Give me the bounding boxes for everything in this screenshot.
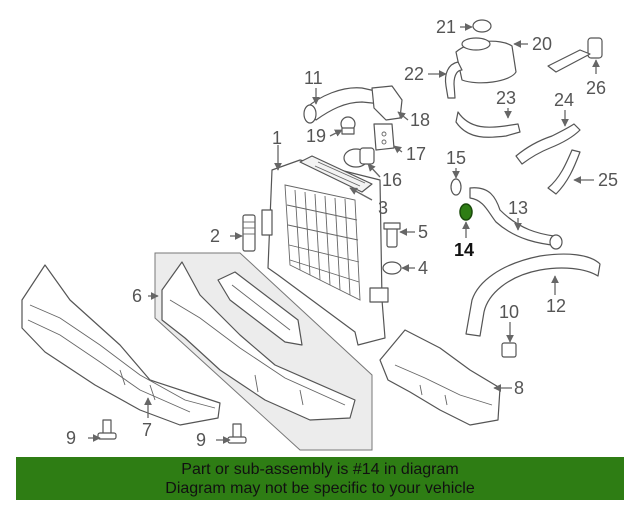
callout-10: 10 [499,302,519,322]
parts-diagram: 1 2 3 4 5 6 7 8 9 9 10 11 12 13 14 15 16… [21,17,618,451]
callout-3: 3 [378,198,388,218]
callout-12: 12 [546,296,566,316]
clip-part-10[interactable] [501,342,517,358]
callout-labels: 1 2 3 4 5 6 7 8 9 9 10 11 12 13 14 15 16… [66,17,618,450]
o-ring-part-15[interactable] [450,178,462,196]
callout-2: 2 [210,226,220,246]
radiator-part-1[interactable] [261,159,389,346]
fitting-part-16[interactable] [343,147,375,168]
grommet-part-4[interactable] [382,261,402,275]
banner-line-2: Diagram may not be specific to your vehi… [165,480,475,497]
bolt-part-9-right[interactable] [227,423,247,444]
callout-22: 22 [404,64,424,84]
bracket-part-3[interactable] [299,155,373,193]
bolt-part-5[interactable] [383,222,401,248]
hose-part-25[interactable] [547,149,581,195]
callout-25: 25 [598,170,618,190]
air-guide-part-6[interactable] [161,261,356,421]
bracket-part-17[interactable] [373,123,395,151]
callout-15: 15 [446,148,466,168]
callout-5: 5 [418,222,428,242]
callout-6: 6 [132,286,142,306]
callout-14: 14 [454,240,474,260]
seal-part-14[interactable] [459,203,473,221]
callout-17: 17 [406,144,426,164]
info-banner: Part or sub-assembly is #14 in diagram D… [16,457,624,500]
callout-18: 18 [410,110,430,130]
hose-part-23[interactable] [455,111,521,138]
callout-9-right: 9 [196,430,206,450]
thermostat-housing-part-18[interactable] [371,85,403,121]
banner-line-1: Part or sub-assembly is #14 in diagram [181,461,459,478]
callout-9-left: 9 [66,428,76,448]
callout-7: 7 [142,420,152,440]
callout-8: 8 [514,378,524,398]
pipe-part-13[interactable] [469,187,563,250]
callout-16: 16 [382,170,402,190]
callout-21: 21 [436,17,456,37]
upper-hose-part-11[interactable] [303,87,383,124]
reservoir-part-20[interactable] [455,37,517,84]
hose-part-24[interactable] [515,123,581,165]
drain-plug-part-2[interactable] [242,214,256,252]
callout-19: 19 [306,126,326,146]
callout-20: 20 [532,34,552,54]
callout-24: 24 [554,90,574,110]
callout-23: 23 [496,88,516,108]
bolt-part-9-left[interactable] [97,419,117,440]
leader-lines [88,23,600,444]
air-guide-part-7[interactable] [21,264,221,426]
callout-4: 4 [418,258,428,278]
callout-11: 11 [304,68,323,88]
callout-13: 13 [508,198,528,218]
cap-part-21[interactable] [472,19,492,33]
hose-part-22[interactable] [444,61,463,99]
lower-hose-part-12[interactable] [465,253,601,337]
callout-1: 1 [272,128,282,148]
lower-shroud-part-8[interactable] [379,329,501,426]
fitting-part-19[interactable] [340,116,356,135]
callout-26: 26 [586,78,606,98]
sensor-part-26[interactable] [547,37,603,73]
